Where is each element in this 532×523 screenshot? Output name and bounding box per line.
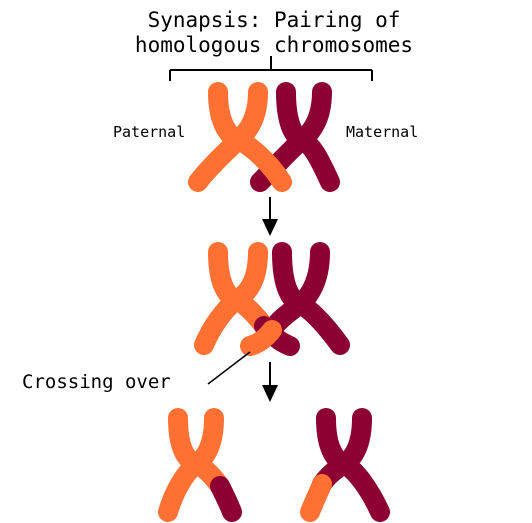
crossing-over-pointer xyxy=(208,352,250,384)
recombinant-maternal-chromosome xyxy=(310,418,380,512)
recombinant-paternal-chromosome xyxy=(168,418,232,512)
title-line-2: homologous chromosomes xyxy=(135,33,413,57)
stage-crossing-over xyxy=(204,252,340,346)
arrow-down-2 xyxy=(262,362,278,402)
paternal-label: Paternal xyxy=(113,123,185,141)
paternal-chromosome-synapsis xyxy=(198,92,282,182)
arrow-down-1 xyxy=(262,197,278,236)
maternal-label: Maternal xyxy=(346,123,418,141)
crossing-over-label: Crossing over xyxy=(22,371,171,393)
synapsis-bracket xyxy=(170,56,372,81)
title-line-1: Synapsis: Pairing of xyxy=(148,8,401,32)
stage-recombinant xyxy=(168,418,380,512)
stage-synapsis xyxy=(198,92,330,182)
